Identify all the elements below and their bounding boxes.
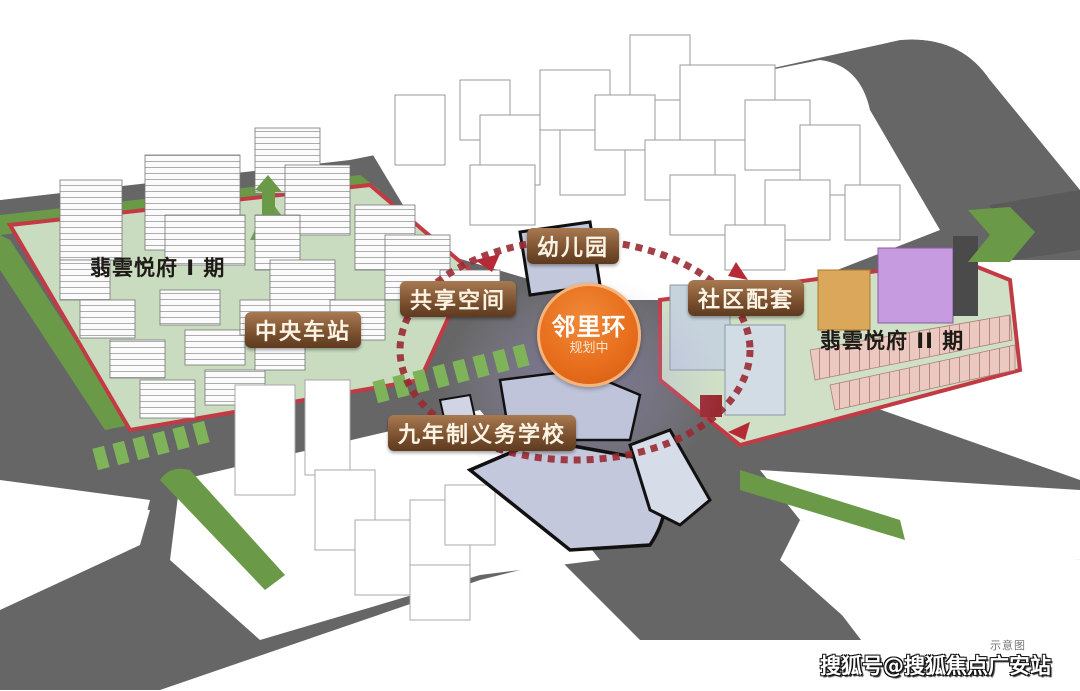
source-watermark: 搜狐号@搜狐焦点广安站 [820, 654, 1051, 678]
label-kindergarten: 幼儿园 [527, 228, 620, 264]
ring-title: 邻里环 [551, 313, 627, 341]
upper-buildings [394, 34, 901, 271]
label-phase2: 翡雲悦府 II 期 [820, 329, 965, 353]
ring-arrows [475, 254, 750, 440]
label-phase1: 翡雲悦府 I 期 [90, 256, 226, 280]
neighborhood-ring-badge: 邻里环 规划中 [537, 283, 641, 387]
label-central-station: 中央车站 [245, 312, 362, 348]
label-community-facilities: 社区配套 [688, 280, 805, 316]
lower-buildings [234, 379, 496, 621]
ring-status: 规划中 [569, 341, 609, 356]
green-arrows [255, 175, 1035, 262]
phase2-buildings [669, 236, 1016, 417]
schematic-note: 示意图 [990, 639, 1026, 652]
label-school: 九年制义务学校 [388, 415, 577, 451]
label-shared-space: 共享空间 [400, 281, 517, 317]
green-crosswalk [92, 343, 530, 471]
